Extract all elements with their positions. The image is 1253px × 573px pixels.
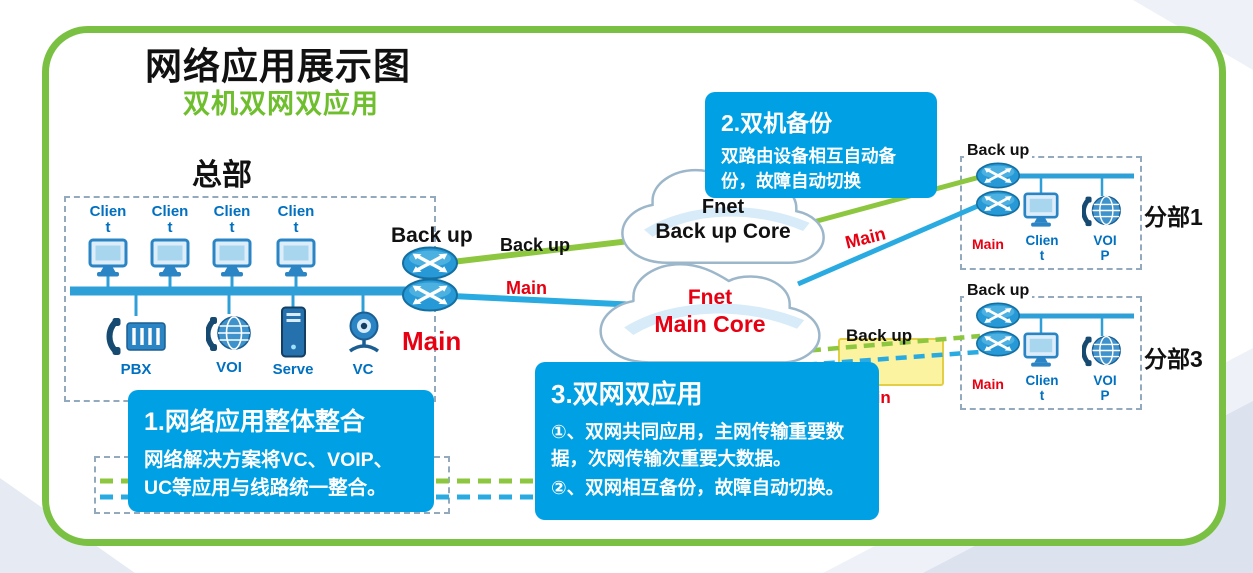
branch3-group-box xyxy=(960,296,1142,410)
pbx-icon xyxy=(106,318,166,355)
hq-vc-label: VC xyxy=(352,361,374,378)
hq-client-4 xyxy=(275,238,317,278)
computer-icon xyxy=(88,238,128,277)
router-icon xyxy=(976,162,1020,189)
branch3-client-label: Clien t xyxy=(1025,373,1059,403)
branch3-client xyxy=(1022,332,1060,368)
branch1-client-label: Clien t xyxy=(1025,233,1059,263)
cloud-shape xyxy=(585,262,835,368)
hq-client-label-3: Clien t xyxy=(213,203,251,237)
branch1-backup-label: Back up xyxy=(964,142,1033,160)
hq-client-2 xyxy=(149,238,191,278)
branch3-backup-label: Back up xyxy=(964,282,1033,300)
voip-globe-icon xyxy=(206,316,251,351)
hq-main-link-label: Main xyxy=(506,278,548,298)
callout-2-body: 双路由设备相互自动备份，故障自动切换 xyxy=(721,146,896,192)
computer-icon xyxy=(276,238,316,277)
router-icon xyxy=(976,330,1020,357)
main-cloud-core-label: Main Core xyxy=(654,310,766,337)
hq-vc-device xyxy=(340,310,386,356)
cloud-watermark-swoosh xyxy=(624,303,805,336)
hq-voip-label: VOI xyxy=(216,359,242,376)
main-core-branch3-link-dashed xyxy=(787,349,981,369)
router-icon xyxy=(402,246,458,280)
callout-1-body: 网络解决方案将VC、VOIP、UC等应用与线路统一整合。 xyxy=(144,449,394,500)
hq-router-main-label: Main xyxy=(402,326,462,356)
branch1-router-backup xyxy=(976,162,1020,189)
page-title: 网络应用展示图 xyxy=(145,46,411,87)
hq-voip-device xyxy=(206,312,252,354)
hq-router-backup-label: Back up xyxy=(391,224,473,247)
callout-dual-network: 3.双网双应用 ①、双网共同应用，主网传输重要数据，次网传输次重要大数据。 ②、… xyxy=(535,362,879,520)
router-icon xyxy=(976,302,1020,329)
hq-client-1 xyxy=(87,238,129,278)
branch1-main-label: Main xyxy=(972,236,1004,252)
hq-client-label-1: Clien t xyxy=(89,203,127,237)
server-icon xyxy=(281,306,306,358)
hq-client-label-2: Clien t xyxy=(151,203,189,237)
hq-pbx-device xyxy=(104,314,168,360)
router-icon xyxy=(976,190,1020,217)
headquarters-label: 总部 xyxy=(192,159,252,192)
callout-3-body-1: ①、双网共同应用，主网传输重要数据，次网传输次重要大数据。 xyxy=(551,421,845,469)
cloud-watermark-swoosh xyxy=(644,207,810,237)
page-subtitle: 双机双网双应用 xyxy=(183,89,379,119)
hq-router-main xyxy=(402,278,458,312)
backup-core-branch3-link-dashed xyxy=(791,333,981,355)
callout-dual-router-backup: 2.双机备份 双路由设备相互自动备份，故障自动切换 xyxy=(705,92,937,198)
branch3-router-main xyxy=(976,330,1020,357)
branch1-router-main xyxy=(976,190,1020,217)
branch3-name: 分部3 xyxy=(1144,346,1203,372)
callout-2-title: 2.双机备份 xyxy=(721,110,833,136)
main-core-branch1-link xyxy=(797,202,981,287)
hq-server-device xyxy=(280,306,307,358)
callout-3-body-2: ②、双网相互备份，故障自动切换。 xyxy=(551,476,845,498)
main-cloud-name: Fnet xyxy=(687,286,733,309)
branch3-main-label: Main xyxy=(972,376,1004,392)
hq-client-3 xyxy=(211,238,253,278)
backup-cloud-name: Fnet xyxy=(701,196,745,218)
hq-backup-link-label: Back up xyxy=(500,235,571,255)
hq-pbx-label: PBX xyxy=(120,361,152,378)
voip-globe-icon xyxy=(1082,335,1121,367)
branch3-backup-link-label: Back up xyxy=(846,326,913,345)
hq-server-label: Serve xyxy=(272,361,314,378)
computer-icon xyxy=(1023,192,1059,227)
backup-core-branch1-link xyxy=(805,174,981,227)
voip-globe-icon xyxy=(1082,195,1121,227)
branch1-client xyxy=(1022,192,1060,228)
callout-1-title: 1.网络应用整体整合 xyxy=(144,408,365,436)
branch1-voip xyxy=(1082,192,1122,229)
hq-client-label-4: Clien t xyxy=(277,203,315,237)
video-camera-icon xyxy=(348,311,380,353)
branch3-voip-label: VOI P xyxy=(1093,373,1117,403)
computer-icon xyxy=(212,238,252,277)
branch1-voip-label: VOI P xyxy=(1093,233,1117,263)
router-icon xyxy=(402,278,458,312)
callout-network-integration: 1.网络应用整体整合 网络解决方案将VC、VOIP、UC等应用与线路统一整合。 xyxy=(128,390,434,512)
hq-router-backup xyxy=(402,246,458,280)
computer-icon xyxy=(150,238,190,277)
backup-cloud-core-label: Back up Core xyxy=(655,219,791,243)
branch1-name: 分部1 xyxy=(1144,204,1203,230)
branch3-voip xyxy=(1082,332,1122,369)
callout-3-title: 3.双网双应用 xyxy=(551,379,703,409)
main-core-cloud: Fnet Main Core xyxy=(585,262,835,368)
computer-icon xyxy=(1023,332,1059,367)
branch3-router-backup xyxy=(976,302,1020,329)
